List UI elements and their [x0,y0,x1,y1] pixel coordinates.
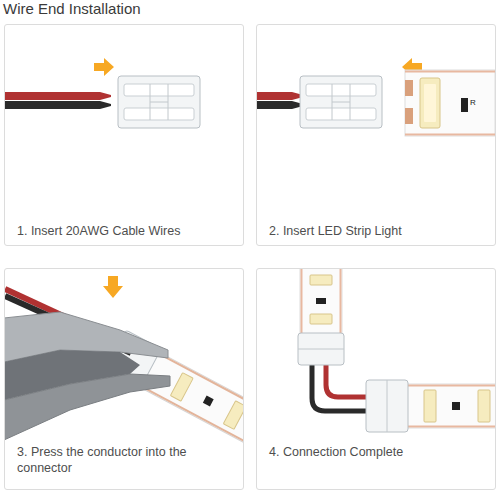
illustration-part [405,80,413,96]
illustration-part [5,101,100,109]
illustration-part [124,108,194,120]
illustration-part [100,92,111,100]
illustration-part [257,92,292,100]
illustration-part [340,269,342,336]
illustration-part [301,269,303,336]
illustration-part [150,102,168,103]
illustration-part [170,373,193,402]
illustration-part [420,78,440,128]
illustration-part [100,101,111,109]
illustration-part [298,349,344,350]
direction-arrow [94,58,114,76]
illustration-part [405,426,495,428]
illustration-part [478,390,490,422]
step-caption: 3. Press the conductor into the connecto… [17,444,233,477]
step-panel: 3. Press the conductor into the connecto… [4,268,244,490]
illustration-part [387,380,388,432]
illustration-part [461,98,468,112]
illustration-part [405,108,413,124]
resistor-marking: R [470,99,476,107]
step-panel: 1. Insert 20AWG Cable Wires [4,24,244,246]
illustration-part [310,314,332,324]
illustration-part [405,385,495,387]
illustration-part [203,396,214,407]
crimp-scene [5,289,243,480]
connected-strips [298,269,495,432]
illustration-part [118,76,200,128]
diagram-title: Wire End Installation [3,0,141,17]
connector [118,76,200,128]
illustration-part [257,101,292,109]
illustration-part [310,275,332,285]
illustration-part [223,401,243,430]
illustration-part [405,384,495,428]
illustration-part [300,269,342,336]
illustration-part [5,374,170,440]
step-caption: 2. Insert LED Strip Light [269,223,485,239]
illustration-part [405,134,495,136]
illustration-part [124,84,194,96]
illustration-part [306,108,376,120]
illustration-part [306,84,376,96]
illustration-part [300,76,382,128]
direction-arrow [103,276,123,298]
illustration-part [326,362,372,397]
illustration-part [405,71,495,73]
illustration-part [424,390,436,422]
illustration-part [312,362,372,411]
step-panel: 2. Insert LED Strip Light [256,24,496,246]
cable-wires [257,92,303,109]
step-caption: 1. Insert 20AWG Cable Wires [17,223,233,239]
illustration-part [150,349,243,443]
illustration-part [298,333,344,365]
illustration-part [316,298,326,304]
illustration-part [5,92,100,100]
illustration-part [452,402,460,410]
illustration-part [424,84,436,122]
illustration-part [405,70,495,136]
illustration-part [332,102,350,103]
illustration-part [132,382,243,476]
connector [300,76,382,128]
illustration-part [366,380,408,432]
step-caption: 4. Connection Complete [269,444,485,460]
step-panel: 4. Connection Complete [256,268,496,490]
cable-wires [5,92,111,109]
led-strip [405,70,495,136]
